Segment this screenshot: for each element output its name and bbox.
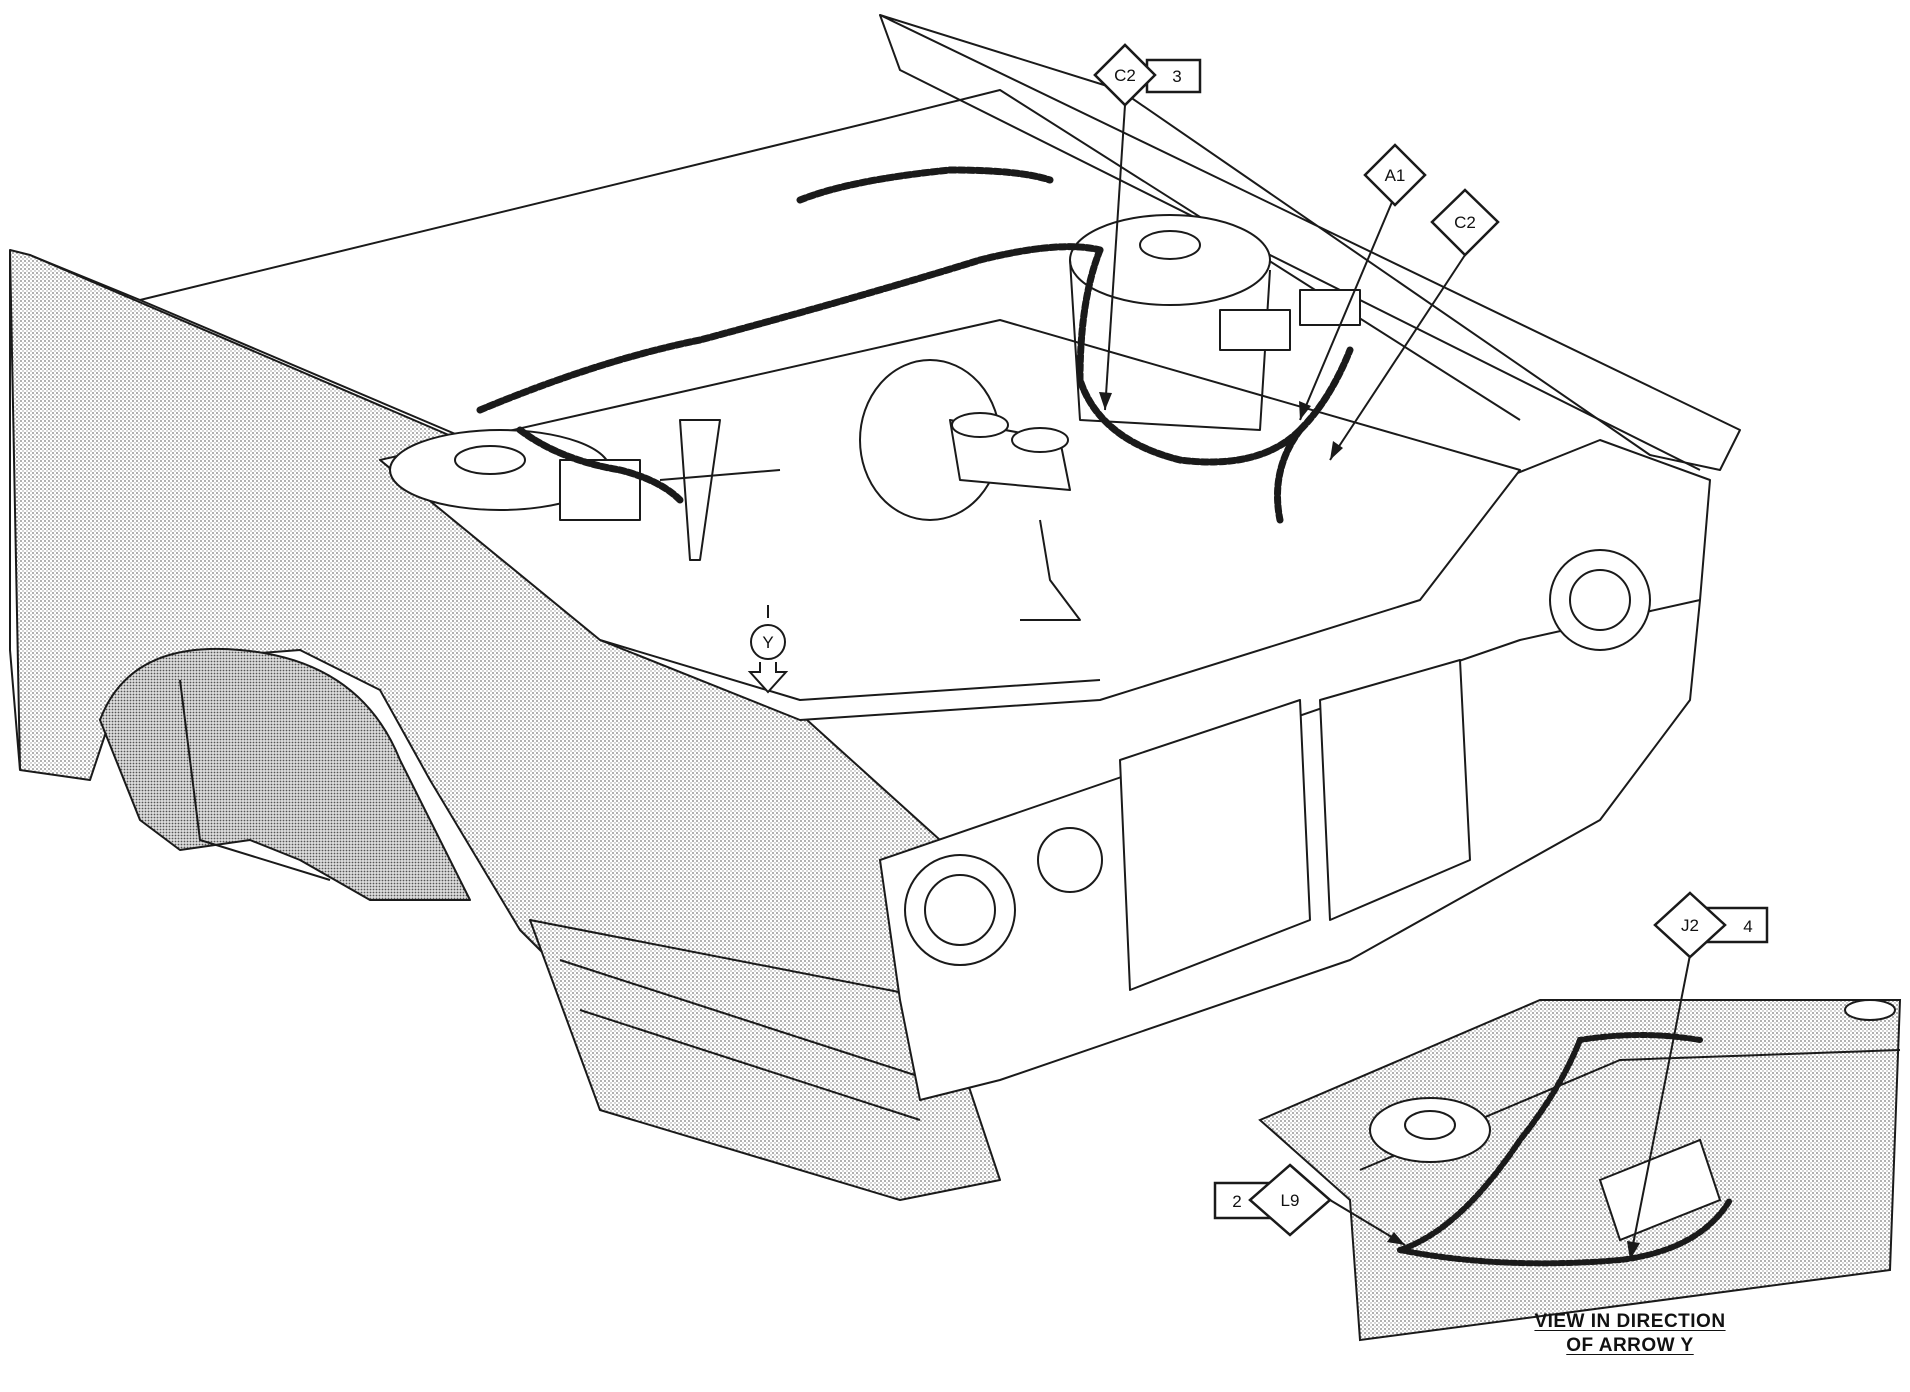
callout-l9-2: 2 L9 (1213, 1163, 1332, 1237)
fuse-box (1219, 309, 1291, 351)
callout-j2-4-code: J2 (1681, 916, 1699, 935)
callout-c2-3: C2 3 (1093, 43, 1202, 107)
callout-a1-code: A1 (1385, 166, 1406, 185)
inset-view (1258, 999, 1902, 1342)
callout-j2-4-num: 4 (1743, 917, 1752, 936)
arrow-y-code: Y (762, 633, 773, 652)
wiring-harness (476, 166, 1354, 524)
inset-caption-line1: VIEW IN DIRECTION (1534, 1311, 1726, 1332)
lower-skirt (529, 919, 1001, 1201)
callout-c2-3-num: 3 (1172, 67, 1181, 86)
callout-l9-2-num: 2 (1232, 1192, 1241, 1211)
callout-c2-right: C2 (1430, 188, 1500, 257)
callout-l9-2-code: L9 (1281, 1191, 1300, 1210)
callout-j2-4: J2 4 (1653, 891, 1769, 959)
wheel-arch (99, 647, 471, 901)
down-arrow-icon (747, 662, 789, 694)
engine-bay-floor (379, 319, 1521, 721)
callout-c2-3-code: C2 (1114, 66, 1136, 85)
callout-c2-right-code: C2 (1454, 213, 1476, 232)
callout-a1: A1 (1363, 143, 1427, 207)
arrow-y-marker: Y (747, 605, 789, 694)
inset-caption: VIEW IN DIRECTION OF ARROW Y (1480, 1310, 1780, 1358)
inset-caption-line2: OF ARROW Y (1566, 1335, 1694, 1356)
